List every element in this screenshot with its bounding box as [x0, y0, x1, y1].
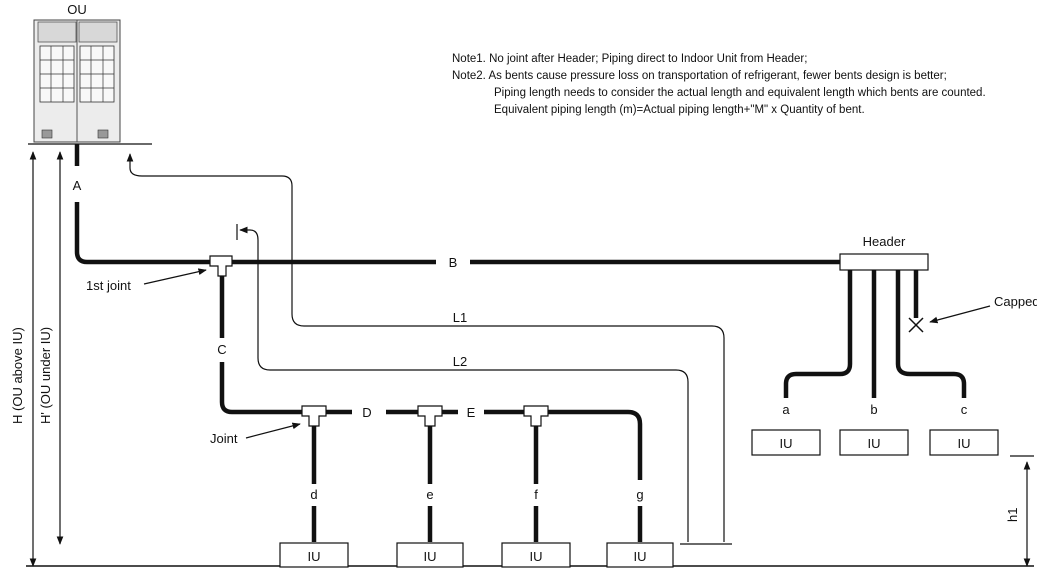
indoor-unit-c-label: IU [958, 436, 971, 451]
l1-label: L1 [453, 310, 467, 325]
first-joint-label: 1st joint [86, 278, 131, 293]
indoor-unit-c [929, 429, 999, 456]
note-2-line-3: Equivalent piping length (m)=Actual pipi… [494, 104, 865, 116]
pipe-a-branch [783, 270, 853, 398]
first-joint-fitting [209, 255, 233, 277]
joint-label: Joint [210, 431, 238, 446]
joint-fitting-3 [523, 405, 549, 427]
indoor-unit-b-label: IU [868, 436, 881, 451]
note-2: Note2. As bents cause pressure loss on t… [452, 70, 947, 82]
header: Header Capped [839, 234, 1037, 333]
pipe-labels: A B C D E d e f g a b c [73, 178, 968, 502]
capped-label: Capped [994, 294, 1037, 309]
pipe-g-top [548, 409, 643, 480]
label-f-branch: f [534, 487, 538, 502]
label-c-branch: c [961, 402, 968, 417]
h-ou-above-label: H (OU above IU) [10, 327, 25, 424]
label-d-branch: d [310, 487, 317, 502]
indoor-unit-b [839, 429, 909, 456]
joint-fitting-2 [417, 405, 443, 427]
h1-label: h1 [1005, 508, 1020, 522]
label-a-branch: a [782, 402, 790, 417]
callouts: 1st joint Joint [86, 268, 301, 446]
header-label: Header [863, 234, 906, 249]
joints [209, 255, 549, 427]
joint-fitting-1 [301, 405, 327, 427]
label-g-branch: g [636, 487, 643, 502]
indoor-unit-f [501, 542, 571, 568]
label-e-branch: e [426, 487, 433, 502]
notes: Note1. No joint after Header; Piping dir… [452, 53, 986, 116]
length-lines: L1 L2 [126, 153, 732, 545]
pipes [74, 144, 967, 542]
indoor-unit-a-label: IU [780, 436, 793, 451]
label-e-pipe: E [467, 405, 476, 420]
pipe-c-branch [895, 270, 967, 398]
indoor-unit-g [606, 542, 674, 568]
indoor-unit-f-label: IU [530, 549, 543, 564]
l2-line [239, 226, 689, 542]
height-dimensions: H (OU above IU) H' (OU under IU) h1 [10, 151, 1034, 567]
l1-line [126, 153, 725, 542]
label-a-pipe: A [73, 178, 82, 193]
label-c-pipe: C [217, 342, 226, 357]
label-d-pipe: D [362, 405, 371, 420]
indoor-unit-e [396, 542, 464, 568]
note-2-line-2: Piping length needs to consider the actu… [494, 87, 986, 99]
indoor-unit-g-label: IU [634, 549, 647, 564]
note-1: Note1. No joint after Header; Piping dir… [452, 53, 807, 65]
indoor-units: IU IU IU IU IU IU IU [279, 429, 999, 568]
outdoor-unit: OU [28, 2, 152, 145]
indoor-unit-d-label: IU [308, 549, 321, 564]
label-b-branch: b [870, 402, 877, 417]
indoor-unit-a [751, 429, 821, 456]
indoor-unit-d [279, 542, 349, 568]
outdoor-unit-label: OU [67, 2, 87, 17]
pipe-c-lower [219, 362, 302, 415]
label-b-pipe: B [449, 255, 458, 270]
header-box [839, 253, 929, 271]
h-ou-under-label: H' (OU under IU) [38, 327, 53, 424]
pipe-a-lower [74, 202, 210, 265]
indoor-unit-e-label: IU [424, 549, 437, 564]
l2-label: L2 [453, 354, 467, 369]
